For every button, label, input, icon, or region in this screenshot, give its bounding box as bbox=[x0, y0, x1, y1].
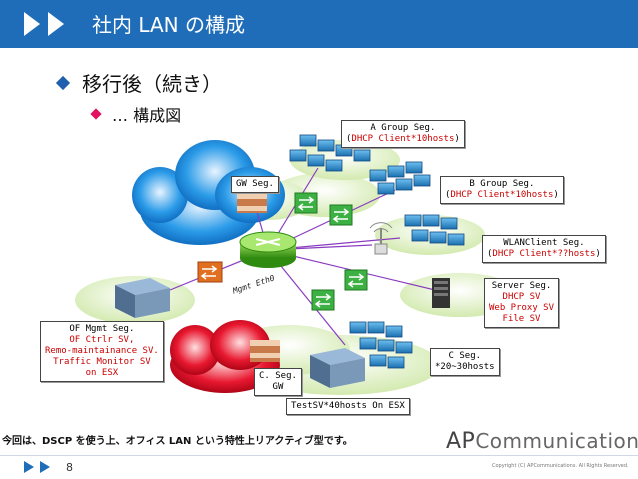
brand-prefix: AP bbox=[446, 429, 476, 454]
slide-title: 社内 LAN の構成 bbox=[92, 13, 245, 37]
server-line: Web Proxy SV bbox=[489, 303, 555, 313]
server-seg-label: Server Seg. DHCP SV Web Proxy SV File SV bbox=[484, 278, 560, 328]
brand-rest: Communications bbox=[475, 429, 638, 453]
copyright: Copyright (C) APCommunications. All Righ… bbox=[492, 463, 629, 469]
footer-divider bbox=[0, 455, 638, 456]
paren-open: ( bbox=[346, 134, 352, 144]
bullet-level1-text: 移行後（続き） bbox=[82, 72, 222, 96]
bullet-level2-text: … 構成図 bbox=[112, 106, 182, 125]
testsv-label: TestSV*40hosts On ESX bbox=[286, 398, 410, 415]
b-group-seg-label: B Group Seg. (DHCP Client*10hosts) bbox=[440, 176, 564, 204]
arrow-icon bbox=[24, 461, 34, 473]
b-group-title: B Group Seg. bbox=[469, 179, 535, 189]
bullet-level1: 移行後（続き） bbox=[55, 68, 222, 97]
arrow-icon bbox=[40, 461, 50, 473]
gw-title: GW Seg. bbox=[236, 179, 274, 189]
paren-close: ) bbox=[553, 190, 559, 200]
a-group-title: A Group Seg. bbox=[370, 123, 436, 133]
of-mgmt-line: Traffic Monitor SV bbox=[53, 357, 151, 367]
server-icon bbox=[432, 278, 450, 308]
footer-note: 今回は、DSCP を使う上、オフィス LAN という特性上リアクティブ型です。 bbox=[2, 436, 353, 447]
brand-logo: APCommunications bbox=[446, 429, 638, 454]
a-group-detail: DHCP Client*10hosts bbox=[351, 134, 455, 144]
firewall-icon bbox=[237, 193, 267, 213]
server-title: Server Seg. bbox=[491, 281, 552, 291]
arrow-icon bbox=[48, 12, 64, 36]
c-seg-title: C Seg. bbox=[448, 351, 482, 361]
c-gw-title: C. Seg. bbox=[259, 371, 297, 381]
slide-header: 社内 LAN の構成 bbox=[0, 0, 638, 48]
paren-close: ) bbox=[595, 249, 601, 259]
server-line: DHCP SV bbox=[502, 292, 541, 302]
c-seg-label: C Seg. *20~30hosts bbox=[430, 348, 500, 376]
wlan-detail: DHCP Client*??hosts bbox=[492, 249, 596, 259]
wlan-title: WLANClient Seg. bbox=[503, 238, 585, 248]
a-group-seg-label: A Group Seg. (DHCP Client*10hosts) bbox=[341, 120, 465, 148]
wlan-seg-label: WLANClient Seg. (DHCP Client*??hosts) bbox=[482, 235, 606, 263]
legacy-switch-icon bbox=[197, 261, 223, 283]
server-line: File SV bbox=[502, 314, 541, 324]
switch-arrows-icon bbox=[297, 196, 365, 308]
core-router-icon bbox=[239, 231, 297, 268]
page-number: 8 bbox=[66, 461, 73, 474]
paren-close: ) bbox=[454, 134, 460, 144]
client-pcs-icon bbox=[289, 134, 465, 369]
gw-seg-label: GW Seg. bbox=[231, 176, 279, 193]
bullet-level2: … 構成図 bbox=[90, 102, 182, 126]
c-gw-detail: GW bbox=[272, 382, 284, 392]
of-mgmt-line: OF Ctrlr SV, bbox=[69, 335, 135, 345]
arrow-icon bbox=[24, 12, 40, 36]
c-seg-gw-label: C. Seg. GW bbox=[254, 368, 302, 396]
of-mgmt-line: on ESX bbox=[85, 368, 119, 378]
esx-host-icon bbox=[115, 278, 170, 318]
paren-open: ( bbox=[487, 249, 493, 259]
testsv-title: TestSV*40hosts On ESX bbox=[291, 401, 405, 411]
wireless-ap-icon bbox=[369, 222, 393, 255]
esx-host-icon bbox=[310, 348, 365, 388]
paren-open: ( bbox=[445, 190, 451, 200]
of-mgmt-title: OF Mgmt Seg. bbox=[69, 324, 135, 334]
of-mgmt-seg-label: OF Mgmt Seg. OF Ctrlr SV, Remo-maintaina… bbox=[40, 321, 164, 382]
firewall-icon bbox=[250, 340, 280, 362]
b-group-detail: DHCP Client*10hosts bbox=[450, 190, 554, 200]
of-mgmt-line: Remo-maintainance SV. bbox=[45, 346, 159, 356]
c-seg-detail: *20~30hosts bbox=[435, 362, 495, 372]
segment-cloud bbox=[230, 140, 520, 317]
